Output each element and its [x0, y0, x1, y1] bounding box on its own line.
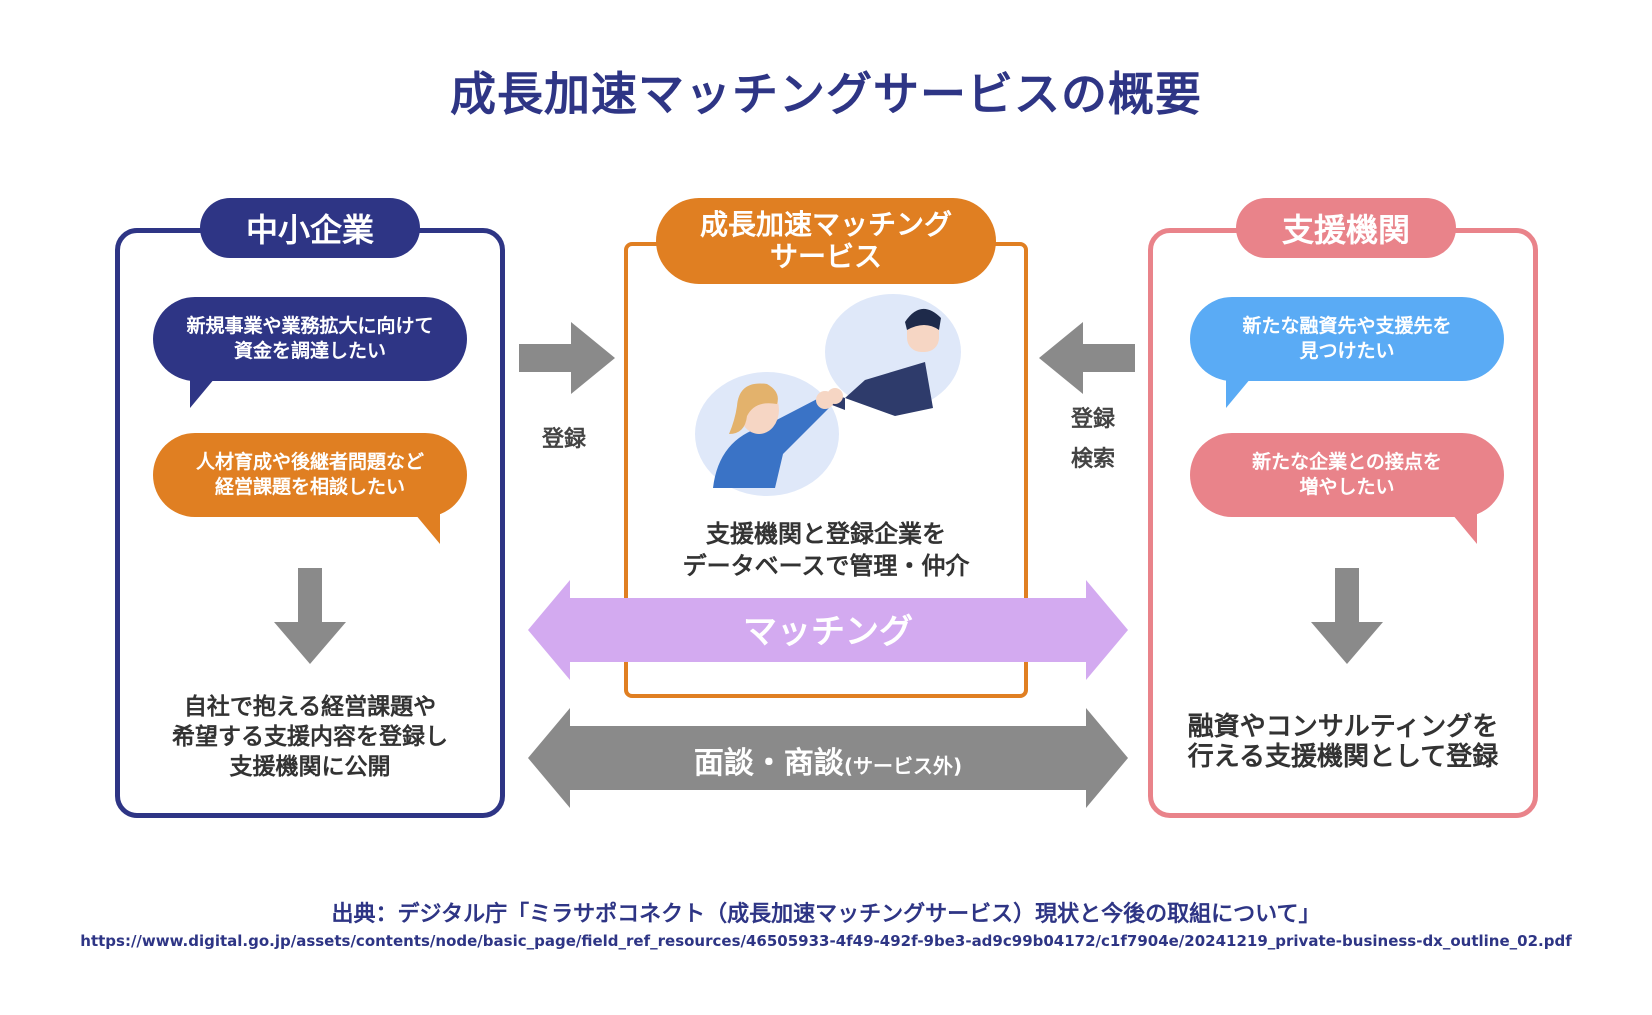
bubble-tail	[1447, 508, 1477, 544]
matching-label: マッチング	[743, 612, 913, 652]
bubble-tail	[1226, 372, 1256, 408]
left-arrow-icon	[1039, 322, 1135, 394]
service-heading: 成長加速マッチング サービス	[656, 198, 996, 284]
source-url: https://www.digital.go.jp/assets/content…	[80, 932, 1572, 950]
down-arrow-icon	[274, 568, 346, 664]
handshake-illustration	[695, 294, 961, 496]
support-org-caption: 融資やコンサルティングを 行える支援機関として登録	[1187, 712, 1499, 772]
meeting-label: 面談・商談(サービス外)	[528, 738, 1128, 782]
support-need-bubble-lending: 新たな融資先や支援先を 見つけたい	[1190, 297, 1504, 381]
support-org-heading: 支援機関	[1236, 198, 1456, 258]
right-arrow-icon	[519, 322, 615, 394]
source-citation: 出典：デジタル庁「ミラサポコネクト（成長加速マッチングサービス）現状と今後の取組…	[331, 902, 1321, 927]
bubble-tail	[410, 508, 440, 544]
double-arrow-icon	[528, 580, 1128, 680]
support-need-bubble-contacts: 新たな企業との接点を 増やしたい	[1190, 433, 1504, 517]
down-arrow-icon	[1311, 568, 1383, 664]
sme-caption: 自社で抱える経営課題や 希望する支援内容を登録し 支援機関に公開	[172, 694, 448, 780]
sme-need-bubble-consult: 人材育成や後継者問題など 経営課題を相談したい	[153, 433, 467, 517]
register-search-label: 登録 検索	[1070, 407, 1115, 472]
double-arrow-icon	[528, 708, 1128, 808]
meeting-main-label: 面談・商談	[693, 746, 844, 781]
service-caption: 支援機関と登録企業を データベースで管理・仲介	[682, 520, 970, 580]
meeting-sub-label: (サービス外)	[843, 754, 963, 778]
sme-need-bubble-funding: 新規事業や業務拡大に向けて 資金を調達したい	[153, 297, 467, 381]
register-label: 登録	[541, 427, 586, 452]
page-title: 成長加速マッチングサービスの概要	[450, 67, 1202, 121]
bubble-tail	[190, 372, 220, 408]
sme-heading: 中小企業	[200, 198, 420, 258]
